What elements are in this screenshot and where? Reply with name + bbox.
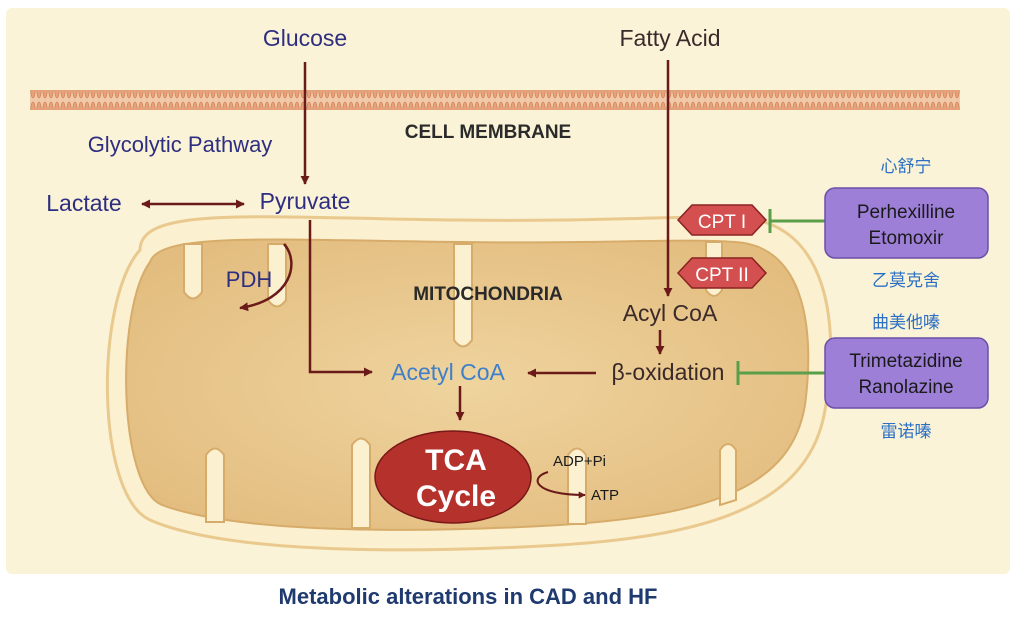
svg-text:Cycle: Cycle: [416, 480, 496, 513]
svg-text:Etomoxir: Etomoxir: [869, 228, 945, 249]
inhibitor-lines: [736, 209, 825, 385]
lactate-label: Lactate: [46, 190, 121, 216]
tca-cycle: TCA Cycle: [374, 430, 532, 524]
pathway-arrows: [141, 60, 673, 499]
mitochondria-label: MITOCHONDRIA: [413, 284, 563, 305]
svg-text:TCA: TCA: [425, 444, 487, 477]
svg-text:Perhexilline: Perhexilline: [857, 202, 955, 223]
fatty-acid-label: Fatty Acid: [620, 25, 721, 51]
cn-label-etomoxir: 乙莫克舍: [872, 271, 940, 290]
pyruvate-label: Pyruvate: [260, 188, 351, 214]
cpt1-hexagon: CPT I: [676, 204, 768, 236]
cn-label-heart-shuning: 心舒宁: [881, 157, 932, 176]
svg-text:Trimetazidine: Trimetazidine: [849, 351, 962, 372]
glucose-label: Glucose: [263, 25, 347, 51]
drug-box-trimetazidine: Trimetazidine Ranolazine: [824, 337, 989, 409]
cell-membrane-label: CELL MEMBRANE: [405, 122, 571, 143]
cristae: [183, 241, 737, 529]
cell-membrane-band: [30, 90, 960, 110]
cn-label-trimetazidine: 曲美他嗪: [872, 313, 940, 332]
arrow-pyruvate-acetyl: [308, 220, 373, 377]
drug-box-perhexilline: Perhexilline Etomoxir: [824, 187, 989, 259]
cn-label-ranolazine: 雷诺嗪: [881, 422, 932, 441]
beta-oxidation-label: β-oxidation: [612, 359, 725, 385]
acyl-coa-label: Acyl CoA: [623, 300, 718, 326]
acetyl-coa-label: Acetyl CoA: [391, 359, 505, 385]
arrow-pdh-curve: [239, 243, 293, 312]
atp-label: ATP: [591, 487, 619, 504]
figure-caption: Metabolic alterations in CAD and HF: [278, 584, 658, 609]
mitochondria-inner: [125, 238, 810, 531]
adp-pi-label: ADP+Pi: [553, 453, 606, 470]
arrow-adp-atp: [536, 471, 586, 499]
svg-text:CPT I: CPT I: [698, 212, 746, 233]
cpt2-hexagon: CPT II: [676, 257, 768, 289]
pdh-label: PDH: [226, 267, 272, 292]
svg-text:CPT II: CPT II: [695, 265, 749, 286]
glycolytic-pathway-label: Glycolytic Pathway: [88, 132, 273, 157]
svg-text:Ranolazine: Ranolazine: [858, 377, 953, 398]
